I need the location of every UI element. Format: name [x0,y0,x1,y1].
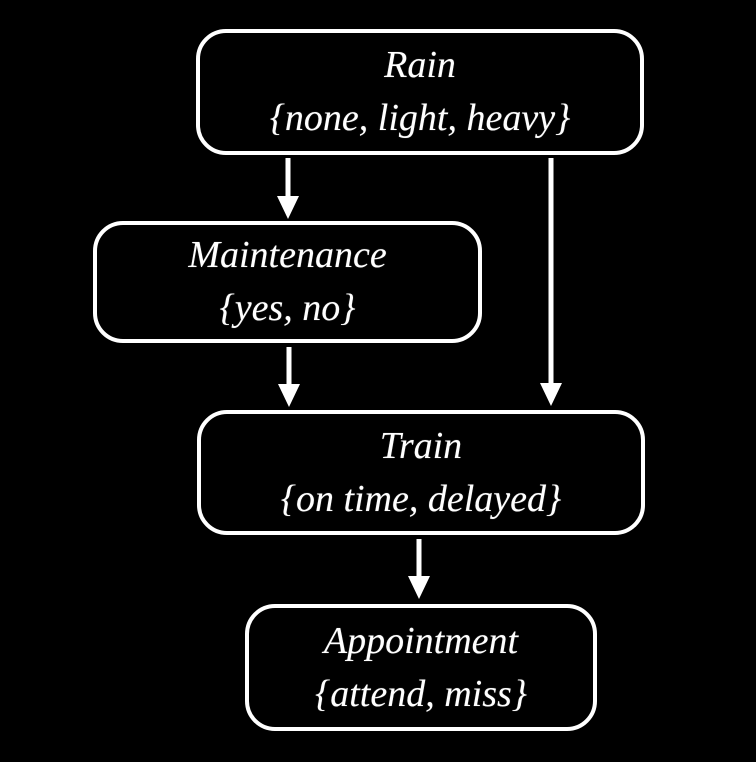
node-rain: Rain {none, light, heavy} [196,29,644,155]
arrow-maintenance-to-train [278,347,300,407]
arrowhead-icon [540,383,562,406]
node-train-domain: {on time, delayed} [280,477,562,520]
arrow-rain-to-maintenance [277,158,299,219]
node-maintenance: Maintenance {yes, no} [93,221,482,343]
node-rain-title: Rain [384,44,456,86]
node-maintenance-domain: {yes, no} [219,287,356,329]
arrowhead-icon [278,384,300,407]
node-train: Train {on time, delayed} [197,410,645,535]
node-train-title: Train [379,424,463,467]
node-appointment-title: Appointment [323,619,519,662]
node-appointment-domain: {attend, miss} [315,672,527,715]
arrowhead-icon [408,576,430,599]
node-maintenance-title: Maintenance [188,234,387,276]
arrowhead-icon [277,196,299,219]
node-appointment: Appointment {attend, miss} [245,604,597,731]
arrow-train-to-appointment [408,539,430,599]
node-rain-domain: {none, light, heavy} [269,97,571,139]
arrow-rain-to-train [540,158,562,406]
